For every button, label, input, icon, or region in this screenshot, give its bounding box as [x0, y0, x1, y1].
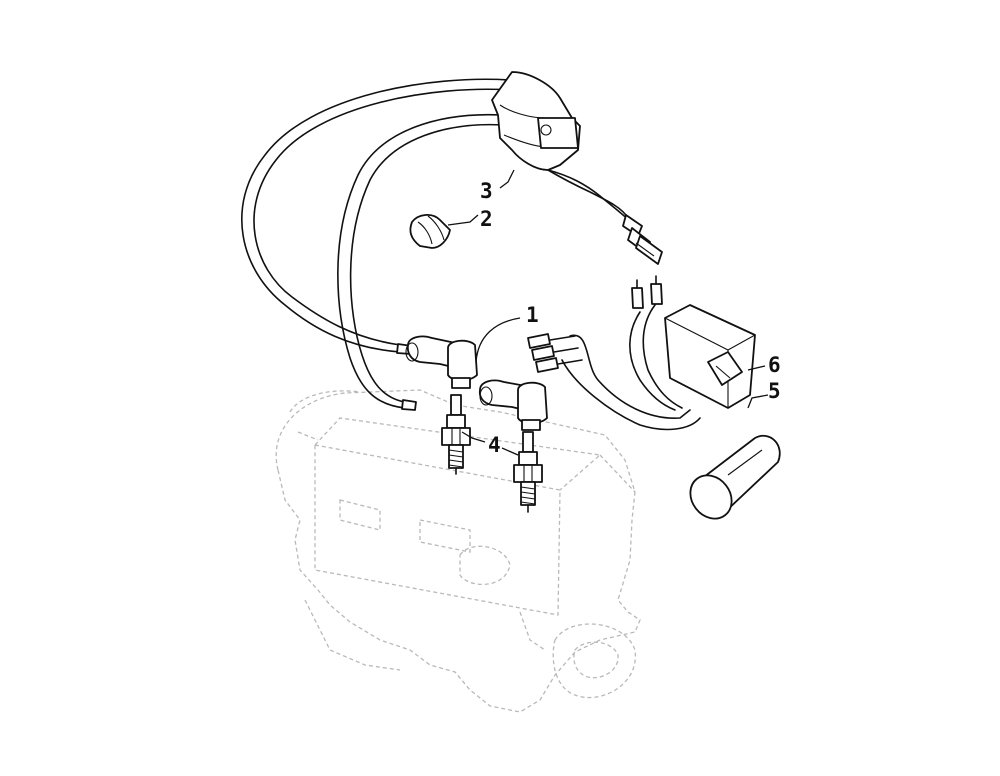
cdi-module-icon: [664, 304, 756, 409]
rubber-sleeve-icon: [689, 435, 781, 520]
spark-plug-icon: [513, 431, 543, 513]
callout-2: 2: [480, 207, 493, 231]
callout-3: 3: [480, 179, 493, 203]
callout-leaders: [447, 169, 769, 456]
ignition-coil-icon: [491, 71, 663, 265]
callout-6: 6: [768, 353, 781, 377]
callout-4: 4: [488, 433, 501, 457]
callout-5: 5: [768, 379, 781, 403]
spark-plug-cap-icon: [405, 335, 478, 389]
wire-clip-icon: [409, 214, 451, 249]
cdi-harness: [527, 275, 701, 431]
callout-1: 1: [526, 303, 539, 327]
spark-plug-cap-icon: [478, 379, 548, 431]
